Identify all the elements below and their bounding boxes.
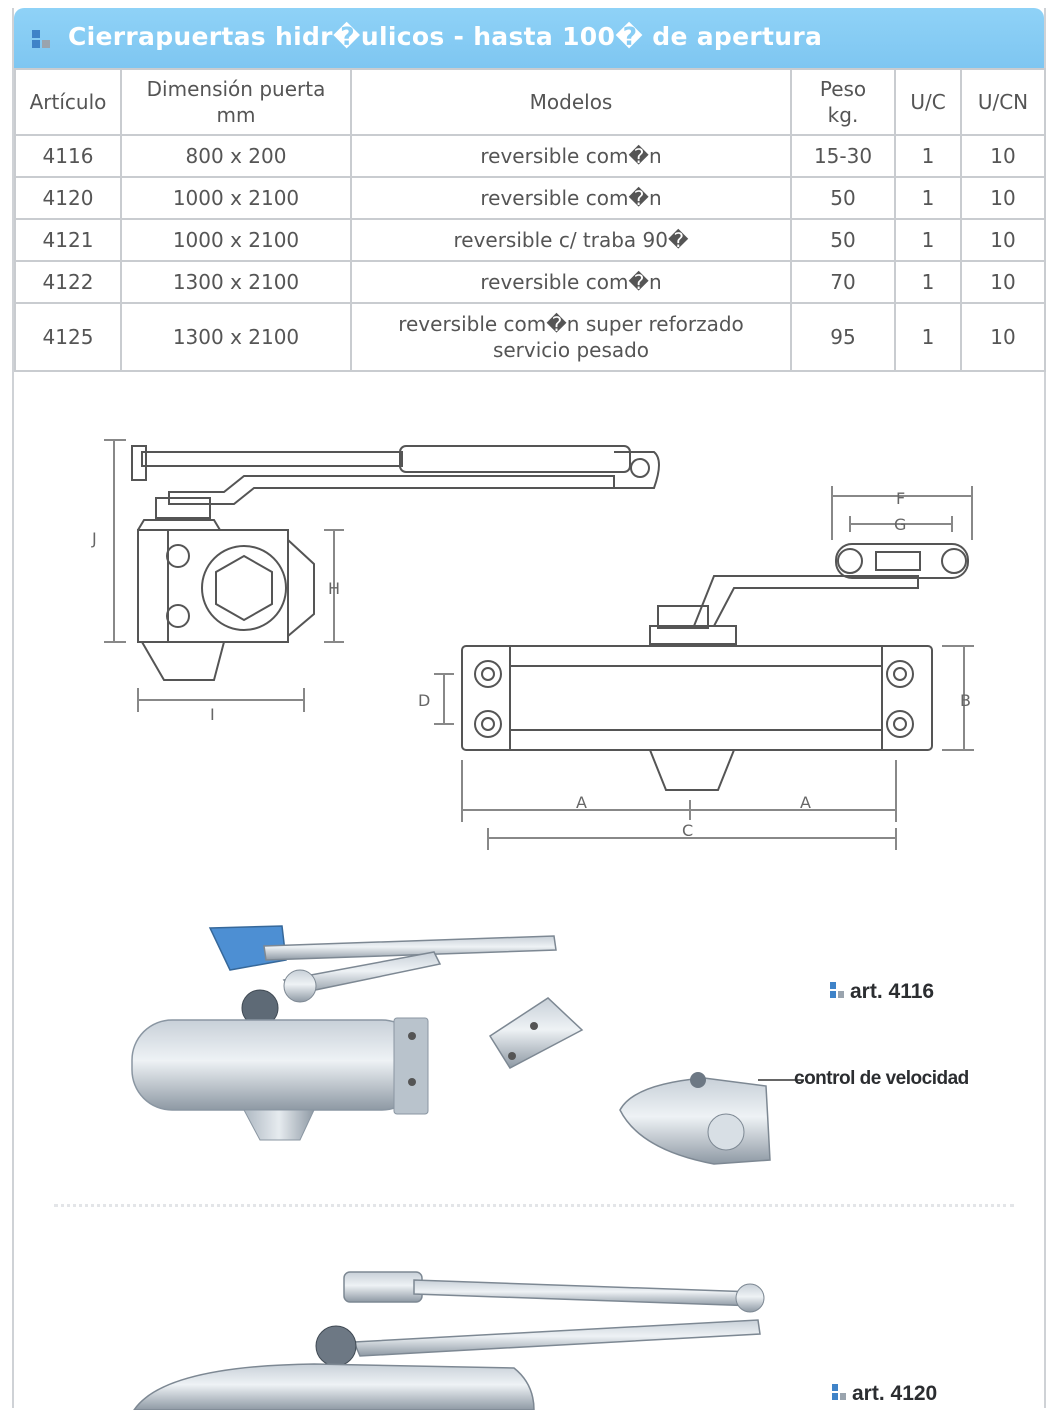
col-dimension: Dimensión puerta mm [120,68,352,136]
col-modelos: Modelos [350,68,792,136]
col-peso-line1: Peso [819,77,867,101]
table-header-row: Artículo Dimensión puerta mm Modelos Pes… [14,68,1046,136]
cell-modelo: reversible com�n super reforzado servici… [350,302,792,372]
technical-drawing: J H I F G D B A A C [91,439,974,1410]
art-4116-text: art. 4116 [850,980,935,1003]
cell-articulo: 4125 [14,302,122,372]
art-4120-text: art. 4120 [852,1382,938,1405]
product-figure-area: J H I F G D B A A C [14,380,1044,1410]
cell-dimension: 1000 x 2100 [120,218,352,262]
cell-ucn: 10 [960,302,1046,372]
cell-ucn: 10 [960,134,1046,178]
cell-articulo: 4116 [14,134,122,178]
product-sheet: Cierrapuertas hidr�ulicos - hasta 100� d… [12,8,1046,1410]
dimension-label: A [800,793,811,812]
cell-dimension: 1000 x 2100 [120,176,352,220]
cell-uc: 1 [894,302,962,372]
blue-squares-logo-icon [32,30,50,48]
col-uc: U/C [894,68,962,136]
dimension-label: B [960,691,971,710]
dimension-label: H [328,579,340,598]
cell-uc: 1 [894,134,962,178]
cell-articulo: 4120 [14,176,122,220]
section-title: Cierrapuertas hidr�ulicos - hasta 100� d… [68,22,823,51]
cell-modelo-line1: reversible com�n super reforzado [398,312,744,336]
dimension-label: J [91,529,97,548]
cell-uc: 1 [894,176,962,220]
col-dimension-line1: Dimensión puerta [146,77,326,101]
dimension-label: F [896,489,905,508]
cell-ucn: 10 [960,218,1046,262]
cell-modelo: reversible c/ traba 90� [350,218,792,262]
blue-squares-bullet-icon [830,982,844,998]
cell-modelo-line2: servicio pesado [492,338,650,362]
cell-ucn: 10 [960,260,1046,304]
table-row: 4125 1300 x 2100 reversible com�n super … [14,302,1046,372]
cell-articulo: 4121 [14,218,122,262]
art-4116-label: art. 4116 [830,980,934,1004]
cell-uc: 1 [894,260,962,304]
section-header: Cierrapuertas hidr�ulicos - hasta 100� d… [14,8,1044,68]
side-view-drawing [104,439,660,712]
door-closer-photo-4116 [131,925,804,1165]
cell-modelo: reversible com�n [350,260,792,304]
dimension-label: I [210,705,215,724]
cell-dimension: 1300 x 2100 [120,260,352,304]
table-row: 4116 800 x 200 reversible com�n 15-30 1 … [14,134,1046,178]
cell-modelo: reversible com�n [350,134,792,178]
dimension-label: C [682,821,693,840]
cell-uc: 1 [894,218,962,262]
cell-peso: 70 [790,260,896,304]
cell-dimension: 1300 x 2100 [120,302,352,372]
col-articulo: Artículo [14,68,122,136]
cell-modelo: reversible com�n [350,176,792,220]
dimension-label: A [576,793,587,812]
cell-peso: 15-30 [790,134,896,178]
blue-squares-bullet-icon [832,1384,846,1400]
spec-table: Artículo Dimensión puerta mm Modelos Pes… [14,68,1046,372]
front-view-drawing [434,486,974,850]
divider [54,1204,1014,1207]
col-dimension-line2: mm [216,103,256,127]
cell-articulo: 4122 [14,260,122,304]
dimension-label: G [894,515,906,534]
cell-peso: 95 [790,302,896,372]
door-closer-photo-4120 [133,1271,765,1410]
table-row: 4121 1000 x 2100 reversible c/ traba 90�… [14,218,1046,262]
art-4120-label: art. 4120 [832,1382,937,1406]
speed-control-label: control de velocidad [794,1068,969,1089]
cell-dimension: 800 x 200 [120,134,352,178]
dimension-label: D [418,691,430,710]
cell-peso: 50 [790,218,896,262]
cell-peso: 50 [790,176,896,220]
col-peso-line2: kg. [827,103,859,127]
table-row: 4120 1000 x 2100 reversible com�n 50 1 1… [14,176,1046,220]
col-ucn: U/CN [960,68,1046,136]
cell-ucn: 10 [960,176,1046,220]
table-row: 4122 1300 x 2100 reversible com�n 70 1 1… [14,260,1046,304]
col-peso: Peso kg. [790,68,896,136]
